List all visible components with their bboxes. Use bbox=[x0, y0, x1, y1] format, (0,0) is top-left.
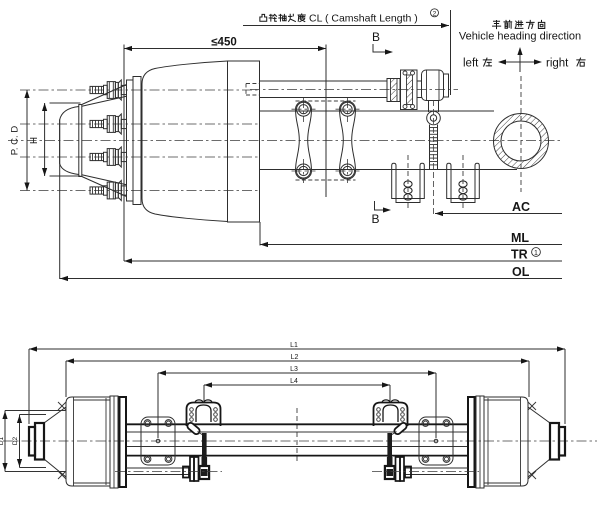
svg-text:right: right bbox=[546, 58, 569, 70]
svg-text:CL ( Camshaft Length ): CL ( Camshaft Length ) bbox=[309, 13, 418, 25]
svg-text:OL: OL bbox=[512, 265, 530, 279]
svg-text:TR: TR bbox=[511, 248, 528, 262]
svg-text:ML: ML bbox=[511, 231, 529, 245]
svg-text:Vehicle heading direction: Vehicle heading direction bbox=[459, 31, 581, 43]
svg-text:B: B bbox=[372, 30, 380, 44]
svg-text:D1: D1 bbox=[0, 436, 5, 445]
svg-text:L4: L4 bbox=[290, 378, 298, 385]
svg-text:L1: L1 bbox=[290, 342, 298, 349]
svg-text:1: 1 bbox=[534, 250, 538, 257]
svg-text:2: 2 bbox=[433, 11, 437, 18]
svg-text:left: left bbox=[463, 58, 479, 70]
svg-text:P. C. D: P. C. D bbox=[10, 126, 21, 156]
svg-text:B: B bbox=[371, 212, 379, 226]
svg-text:AC: AC bbox=[512, 200, 530, 214]
svg-text:≤450: ≤450 bbox=[211, 37, 237, 49]
svg-text:D2: D2 bbox=[12, 436, 19, 445]
svg-text:L3: L3 bbox=[290, 366, 298, 373]
svg-text:H: H bbox=[29, 137, 40, 144]
svg-text:L2: L2 bbox=[291, 354, 299, 361]
